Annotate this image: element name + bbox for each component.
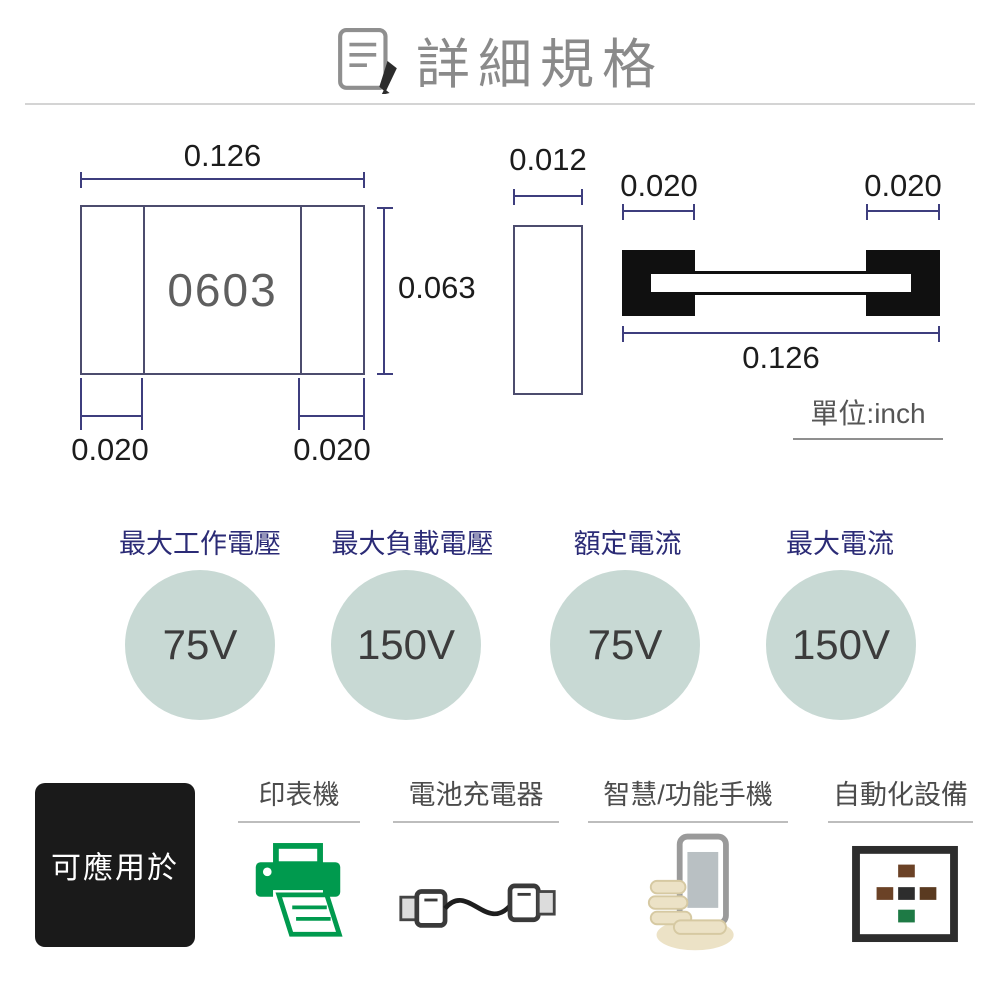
- front-view-height-dimline: [377, 207, 393, 375]
- header-divider: [25, 103, 975, 105]
- side-view-thickness-dimline: [513, 189, 583, 205]
- bottom-view-pad-left-dim: 0.020: [620, 168, 698, 203]
- app-label-automation: 自動化設備: [828, 773, 973, 823]
- front-view-pad-right-dim: 0.020: [293, 432, 371, 467]
- bottom-view-pad-left-dimline: [622, 204, 695, 220]
- extension-line: [298, 378, 300, 430]
- extension-line: [141, 378, 143, 430]
- front-view-outline: [80, 205, 365, 375]
- printer-icon: [250, 842, 346, 942]
- spec-value: 150V: [791, 621, 891, 668]
- spec-value: 150V: [356, 621, 456, 668]
- spec-label-max-current: 最大電流: [786, 529, 894, 559]
- front-view-terminal-line-left: [143, 207, 145, 373]
- bottom-view-pad-right-dimline: [866, 204, 940, 220]
- spec-circle-rated-current: 75V: [550, 570, 700, 720]
- unit-label: 單位:inch: [793, 392, 943, 440]
- applications-box-label: 可應用於: [51, 852, 179, 885]
- app-label-battery-charger: 電池充電器: [393, 773, 559, 823]
- document-pen-icon: [336, 26, 402, 94]
- bottom-view-body: [648, 271, 914, 295]
- spec-label-rated-current: 額定電流: [573, 529, 682, 559]
- front-view-height-dim: 0.063: [398, 270, 476, 305]
- side-view-thickness-dim: 0.012: [509, 142, 587, 177]
- spec-label-max-load-voltage: 最大負載電壓: [331, 529, 494, 559]
- spec-circle-max-load-voltage: 150V: [331, 570, 481, 720]
- front-view-terminal-line-right: [300, 207, 302, 373]
- front-view-width-dim: 0.126: [183, 138, 262, 173]
- package-size-label: 0603: [167, 264, 278, 316]
- front-view-pad-left-dimline: [80, 409, 143, 425]
- spec-circle-max-current: 150V: [766, 570, 916, 720]
- extension-line: [80, 378, 82, 430]
- front-view-pad-left-dim: 0.020: [71, 432, 149, 467]
- bottom-view-pad-right-dim: 0.020: [864, 168, 942, 203]
- spec-value: 75V: [162, 621, 238, 668]
- smartphone-hand-icon: [645, 830, 751, 952]
- front-view-pad-right-dimline: [298, 409, 365, 425]
- automation-pcb-icon: [850, 845, 960, 943]
- app-label-printer: 印表機: [238, 773, 360, 823]
- spec-circle-max-working-voltage: 75V: [125, 570, 275, 720]
- applications-box: 可應用於: [35, 783, 195, 947]
- page-title: 詳細規格: [416, 35, 664, 95]
- page-header: 詳細規格: [0, 20, 1000, 99]
- charger-cable-icon: [398, 862, 558, 938]
- app-label-smartphone: 智慧/功能手機: [588, 773, 788, 823]
- extension-line: [363, 378, 365, 430]
- bottom-view-width-dimline: [622, 326, 940, 342]
- spec-label-max-working-voltage: 最大工作電壓: [119, 529, 281, 559]
- front-view-width-dimline: [80, 172, 365, 188]
- side-view-outline: [513, 225, 583, 395]
- bottom-view-width-dim: 0.126: [742, 340, 820, 375]
- spec-value: 75V: [587, 621, 663, 668]
